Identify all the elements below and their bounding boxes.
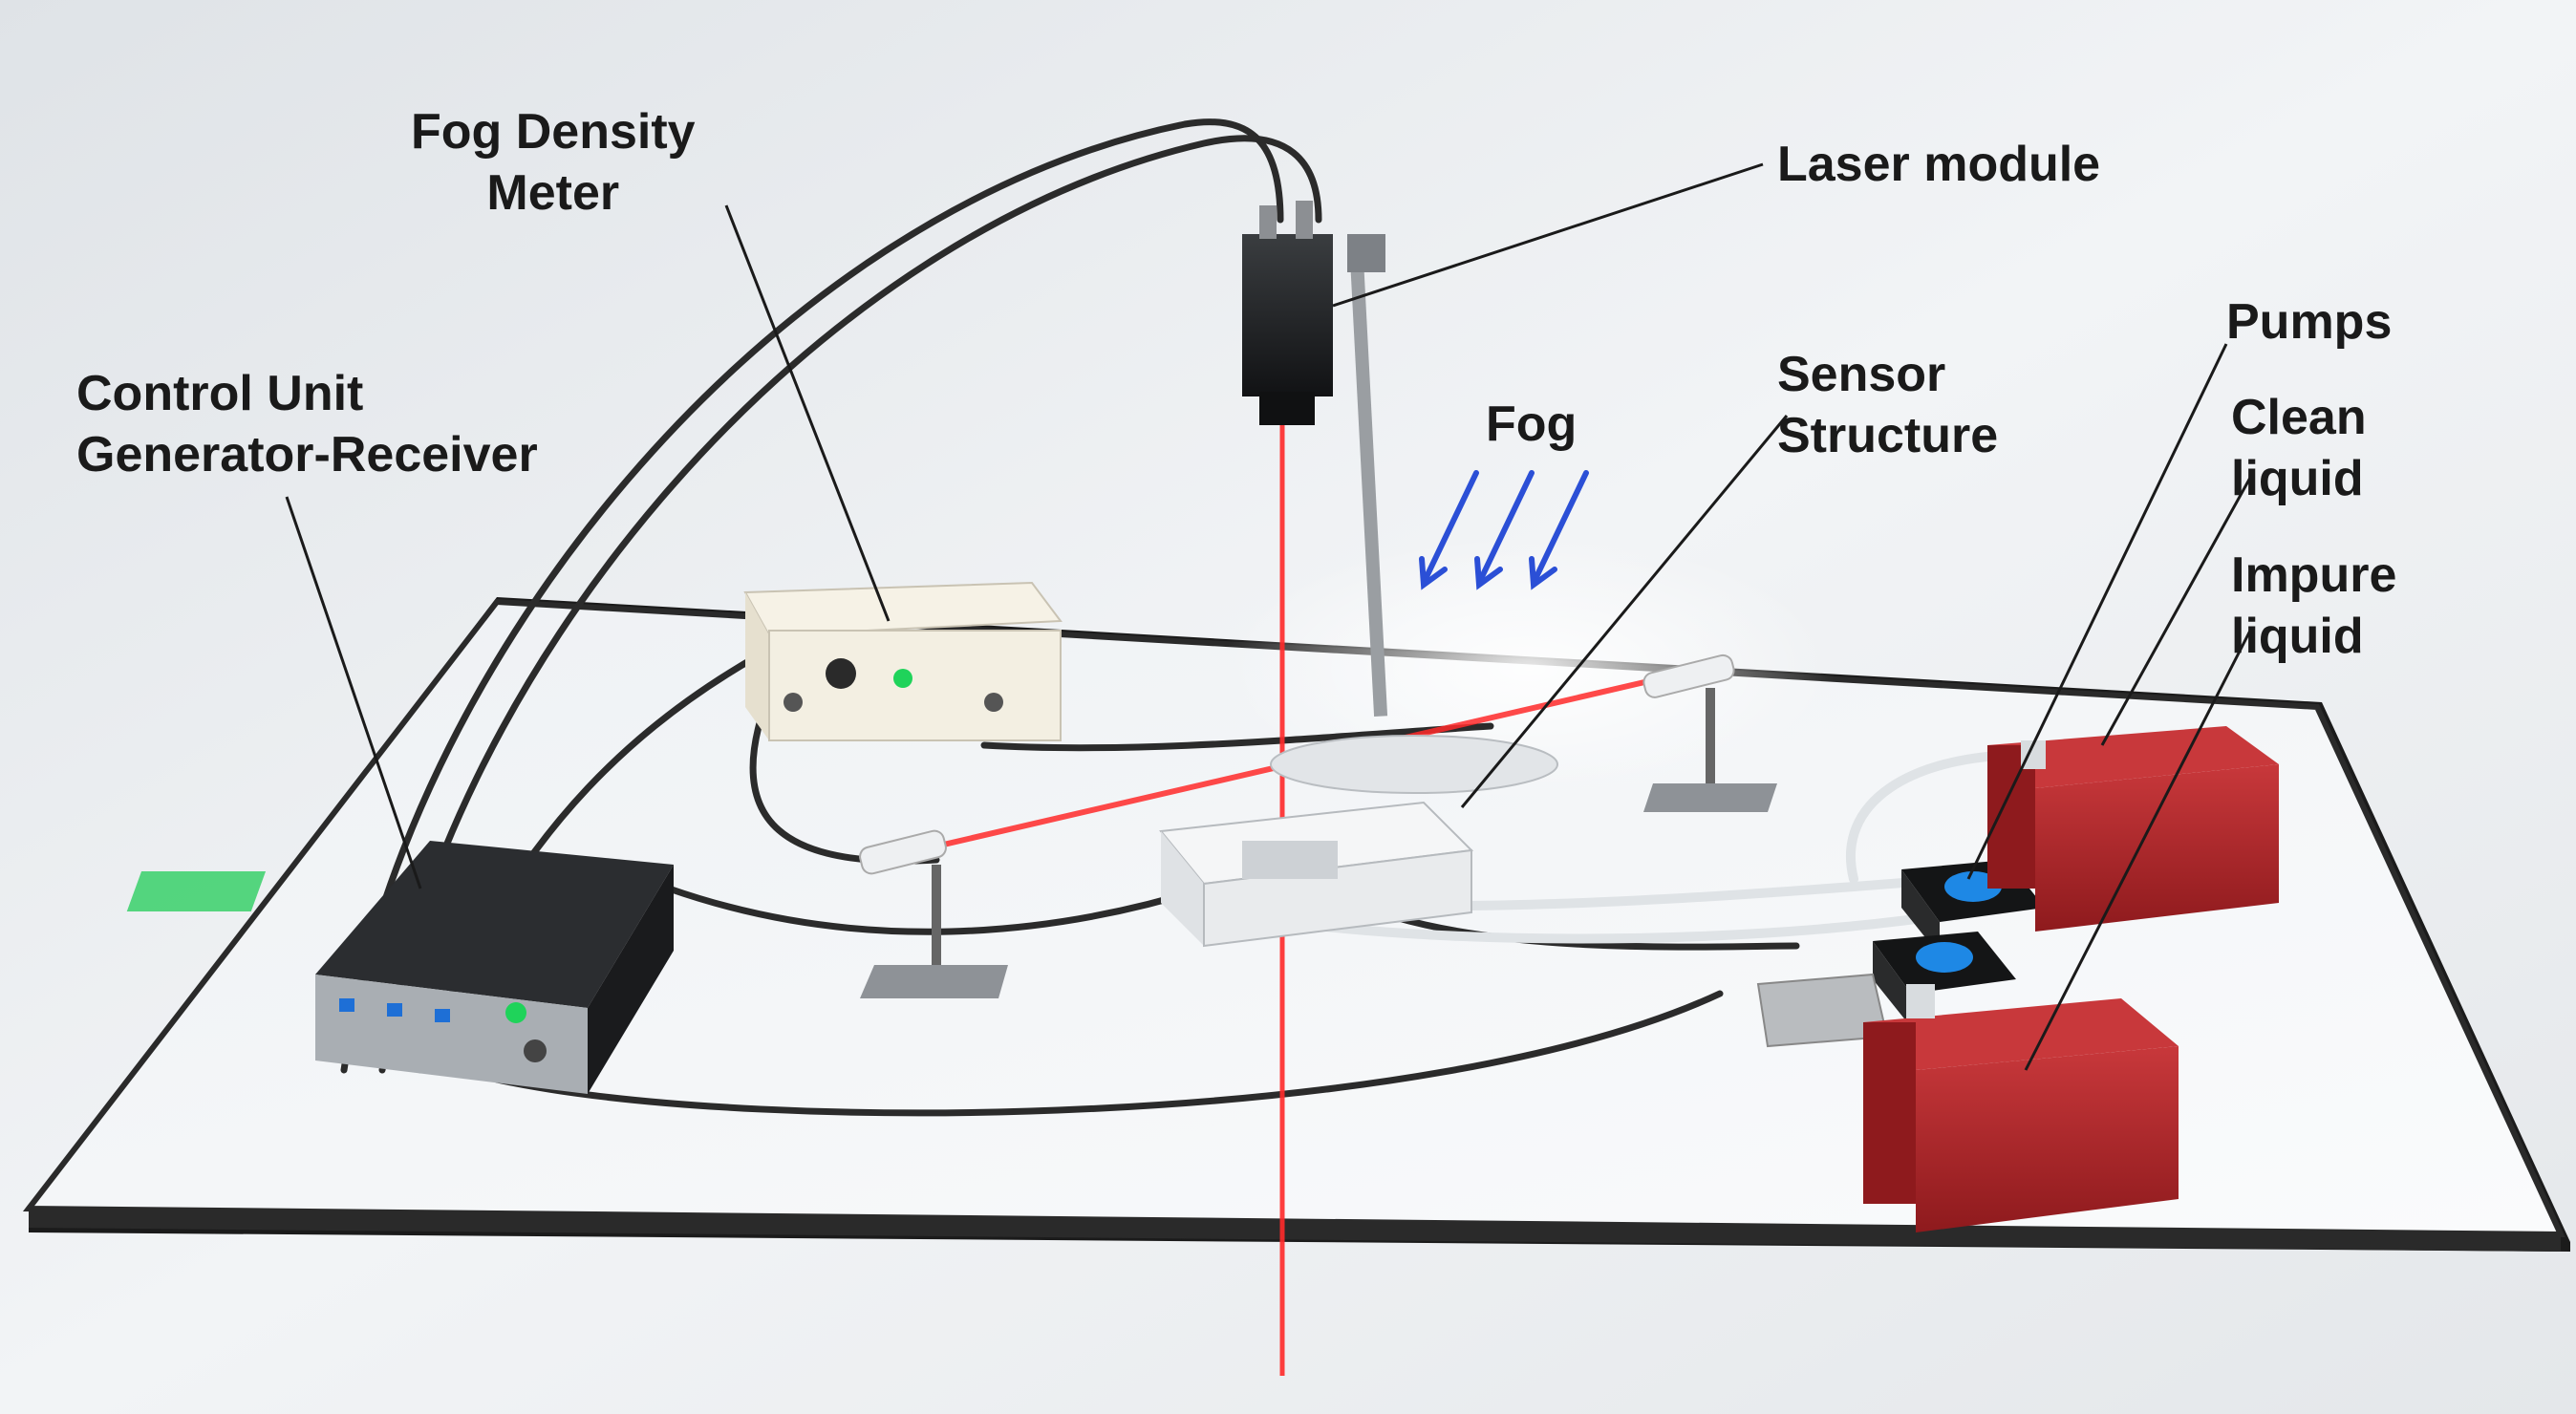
table-front-edge — [29, 1209, 2561, 1252]
label-fog: Fog — [1486, 396, 1578, 452]
cable-control-bottom — [493, 990, 1724, 1117]
control-indicator-light — [505, 1002, 526, 1023]
label-impure-liquid-line-2: liquid — [2231, 609, 2364, 664]
sensor-structure-device — [1159, 801, 1474, 948]
label-clean-liquid-line-1: Clean — [2231, 390, 2367, 445]
tube-pump-tank — [1845, 750, 2030, 884]
leader-impure-liquid — [2024, 630, 2252, 1071]
stand-rod — [1348, 238, 1388, 718]
detector-right — [1642, 653, 1777, 812]
fog-arrows — [1419, 470, 1589, 590]
leader-clean-liquid — [2100, 477, 2252, 746]
label-impure-liquid: Impure liquid — [2231, 545, 2396, 667]
meter-indicator-light — [893, 669, 912, 688]
meter-knob — [826, 658, 856, 689]
leader-pumps — [1966, 343, 2228, 880]
label-control-unit-line-1: Control Unit — [76, 366, 364, 421]
clean-liquid-tank — [1987, 726, 2279, 932]
laser-body — [1242, 234, 1333, 396]
label-sensor-structure-line-2: Structure — [1777, 408, 1999, 463]
label-laser-module: Laser module — [1777, 137, 2101, 192]
leader-laser-module — [1332, 162, 1764, 308]
control-unit-device — [126, 841, 674, 1094]
control-display — [126, 871, 267, 911]
leader-sensor-structure — [1460, 415, 1789, 808]
pumps-device — [1756, 860, 2045, 1048]
leader-control-unit — [285, 496, 422, 889]
label-clean-liquid: Clean liquid — [2231, 387, 2367, 509]
cable-sensor-pumps — [1391, 913, 1800, 951]
label-pumps: Pumps — [2226, 294, 2393, 350]
fog-density-meter-device — [743, 581, 1063, 741]
detector-left — [859, 829, 1008, 998]
label-control-unit-line-2: Generator-Receiver — [76, 427, 538, 482]
label-impure-liquid-line-1: Impure — [2231, 547, 2397, 603]
label-sensor-structure: Sensor Structure — [1777, 344, 1998, 466]
cable-laser-1 — [340, 118, 1284, 1074]
label-fog-density-meter: Fog Density Meter — [411, 101, 696, 224]
label-sensor-structure-line-1: Sensor — [1777, 347, 1946, 402]
label-fog-density-meter-line-2: Meter — [486, 165, 620, 221]
label-clean-liquid-line-2: liquid — [2231, 451, 2364, 506]
leader-fog-density-meter — [724, 204, 891, 622]
label-fog-density-meter-line-1: Fog Density — [411, 104, 696, 160]
impure-liquid-tank — [1863, 984, 2179, 1232]
pump-head-2 — [1916, 942, 1973, 973]
cable-control-sensor — [665, 885, 1208, 935]
label-control-unit: Control Unit Generator-Receiver — [76, 363, 538, 485]
cable-laser-2 — [378, 135, 1322, 1074]
leader-lines — [285, 162, 2252, 1071]
